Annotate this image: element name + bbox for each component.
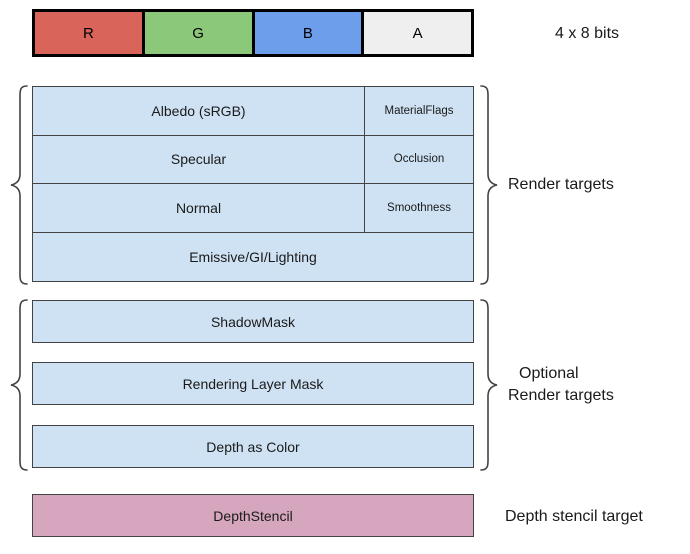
render-target-alpha-label: Occlusion (393, 153, 445, 166)
render-target-row: Normal Smoothness (33, 184, 473, 233)
render-targets-right-brace (478, 84, 500, 286)
channel-cell-a: A (364, 12, 471, 54)
optional-render-targets-right-brace (478, 298, 500, 472)
render-target-alpha-label: MaterialFlags (384, 104, 454, 117)
optional-render-targets-left-brace (8, 298, 30, 472)
rgba-channel-bar: R G B A (32, 9, 474, 57)
render-target-main-label: Specular (33, 135, 365, 183)
render-targets-grid: Albedo (sRGB) MaterialFlags Specular Occ… (32, 86, 474, 282)
depth-stencil-box-label: DepthStencil (213, 507, 293, 524)
render-target-row: Specular Occlusion (33, 135, 473, 184)
render-target-row: Albedo (sRGB) MaterialFlags (33, 87, 473, 136)
render-target-row: Emissive/GI/Lighting (33, 233, 473, 282)
channel-label-a: A (412, 24, 423, 42)
channel-bar-annotation: 4 x 8 bits (555, 25, 620, 42)
render-target-main-label: Normal (33, 184, 365, 232)
optional-render-targets-group-label-line2: Render targets (508, 387, 614, 404)
channel-cell-g: G (144, 12, 255, 54)
channel-label-g: G (192, 24, 204, 42)
render-targets-group-label: Render targets (508, 176, 614, 193)
optional-render-targets-group-label-line1: Optional (519, 365, 579, 382)
channel-cell-r: R (35, 12, 145, 54)
optional-target-label: Depth as Color (206, 438, 300, 455)
optional-target-label: ShadowMask (210, 313, 296, 330)
depth-stencil-box: DepthStencil (32, 494, 474, 537)
render-targets-left-brace (8, 84, 30, 286)
optional-target-box-shadowmask: ShadowMask (32, 300, 474, 343)
channel-label-r: R (82, 24, 94, 42)
render-target-main-label: Emissive/GI/Lighting (189, 248, 317, 265)
depth-stencil-group-label: Depth stencil target (505, 508, 643, 525)
render-target-main-label: Albedo (sRGB) (33, 87, 365, 135)
optional-target-label: Rendering Layer Mask (182, 375, 324, 392)
channel-cell-b: B (254, 12, 365, 54)
channel-label-b: B (302, 24, 313, 42)
render-target-alpha-label: Smoothness (387, 201, 451, 214)
optional-target-box-rendering-layer-mask: Rendering Layer Mask (32, 362, 474, 405)
optional-target-box-depth-as-color: Depth as Color (32, 425, 474, 468)
